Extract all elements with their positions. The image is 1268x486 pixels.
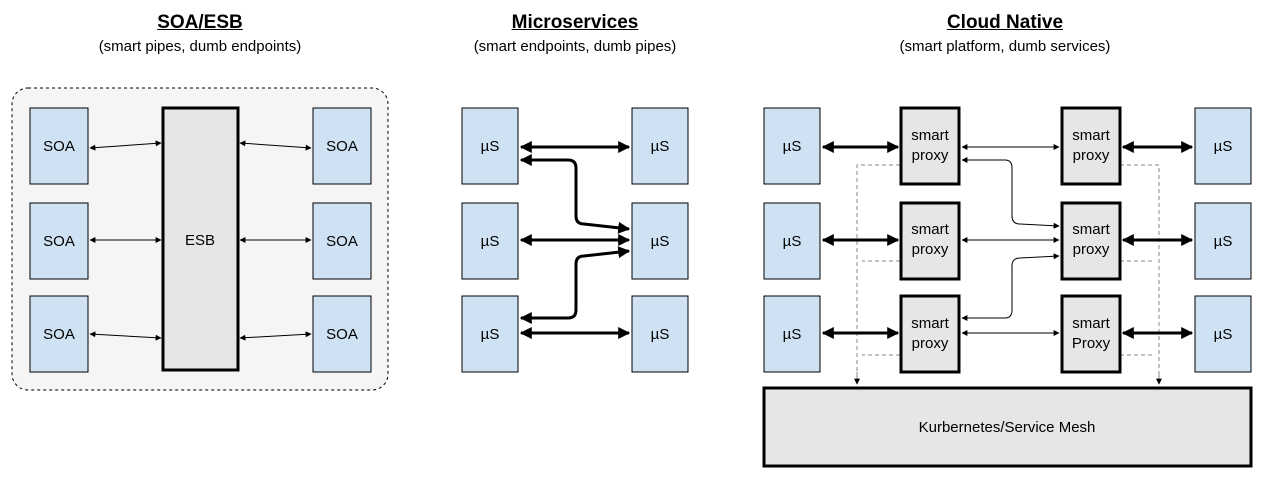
microservice-label: µS <box>481 326 500 343</box>
soa-node <box>29 107 89 185</box>
soa-esb-panel: ESB SOA SOA SOA SOA SOA SOA <box>11 87 389 391</box>
soa-node <box>312 295 372 373</box>
cloud-service-label: µS <box>1214 233 1233 250</box>
soa-node <box>312 202 372 280</box>
microservice-node <box>461 295 519 373</box>
cloud-native-title: Cloud Native <box>946 12 1064 33</box>
soa-esb-title: SOA/ESB <box>157 12 243 33</box>
service-mesh-platform <box>762 386 1253 468</box>
smart-proxy <box>1060 201 1122 281</box>
cloud-service-label: µS <box>1214 138 1233 155</box>
smart-proxy-label: smart <box>1072 315 1110 332</box>
soa-esb-connector <box>89 140 162 151</box>
microservice-node <box>631 107 689 185</box>
cloud-service-node <box>763 107 821 185</box>
microservice-node <box>461 107 519 185</box>
microservice-label: µS <box>651 326 670 343</box>
soa-esb-connector <box>239 331 312 341</box>
soa-node-label: SOA <box>326 138 358 155</box>
microservices-title: Microservices <box>511 12 639 33</box>
microservice-node <box>461 202 519 280</box>
microservice-node <box>631 202 689 280</box>
smart-proxy <box>899 201 961 281</box>
soa-node-label: SOA <box>43 138 75 155</box>
esb-label: ESB <box>185 232 215 249</box>
cloud-native-panel: µS µS µS µS µS µS smart proxy smart prox… <box>762 106 1253 468</box>
smart-proxy-label: smart <box>1072 221 1110 238</box>
cloud-service-node <box>1194 295 1252 373</box>
proxy-proxy-link <box>961 157 1060 229</box>
cloud-native-subtitle: (smart platform, dumb services) <box>899 38 1111 55</box>
esb-bus <box>161 106 240 372</box>
smart-proxy-label: proxy <box>912 147 949 164</box>
mesh-control-line <box>856 164 900 383</box>
cloud-service-node <box>1194 202 1252 280</box>
soa-node <box>29 295 89 373</box>
smart-proxy <box>899 106 961 186</box>
smart-proxy-label: smart <box>911 315 949 332</box>
soa-node <box>29 202 89 280</box>
microservice-connector <box>519 246 631 324</box>
cloud-service-node <box>763 202 821 280</box>
microservices-subtitle: (smart endpoints, dumb pipes) <box>473 38 677 55</box>
cloud-service-label: µS <box>1214 326 1233 343</box>
cloud-service-label: µS <box>783 138 802 155</box>
smart-proxy-label: proxy <box>1073 147 1110 164</box>
smart-proxy <box>1060 294 1122 374</box>
soa-esb-connector <box>89 331 162 341</box>
soa-esb-connector <box>239 140 312 151</box>
cloud-service-label: µS <box>783 326 802 343</box>
smart-proxy <box>899 294 961 374</box>
microservice-label: µS <box>481 138 500 155</box>
soa-node-label: SOA <box>43 233 75 250</box>
soa-node-label: SOA <box>326 326 358 343</box>
soa-node <box>312 107 372 185</box>
microservices-panel: µS µS µS µS µS µS <box>461 107 689 373</box>
service-mesh-label: Kurbernetes/Service Mesh <box>919 419 1096 436</box>
smart-proxy-label: Proxy <box>1072 335 1111 352</box>
microservice-connector <box>519 154 631 234</box>
cloud-service-node <box>763 295 821 373</box>
microservice-label: µS <box>651 138 670 155</box>
smart-proxy-label: smart <box>1072 127 1110 144</box>
microservice-node <box>631 295 689 373</box>
mesh-control-line <box>1120 164 1160 383</box>
smart-proxy-label: proxy <box>1073 241 1110 258</box>
cloud-service-node <box>1194 107 1252 185</box>
smart-proxy <box>1060 106 1122 186</box>
soa-node-label: SOA <box>326 233 358 250</box>
smart-proxy-label: smart <box>911 221 949 238</box>
cloud-service-label: µS <box>783 233 802 250</box>
microservice-label: µS <box>481 233 500 250</box>
smart-proxy-label: proxy <box>912 335 949 352</box>
soa-esb-subtitle: (smart pipes, dumb endpoints) <box>98 38 302 55</box>
soa-node-label: SOA <box>43 326 75 343</box>
proxy-proxy-link <box>961 253 1060 321</box>
smart-proxy-label: smart <box>911 127 949 144</box>
microservice-label: µS <box>651 233 670 250</box>
smart-proxy-label: proxy <box>912 241 949 258</box>
